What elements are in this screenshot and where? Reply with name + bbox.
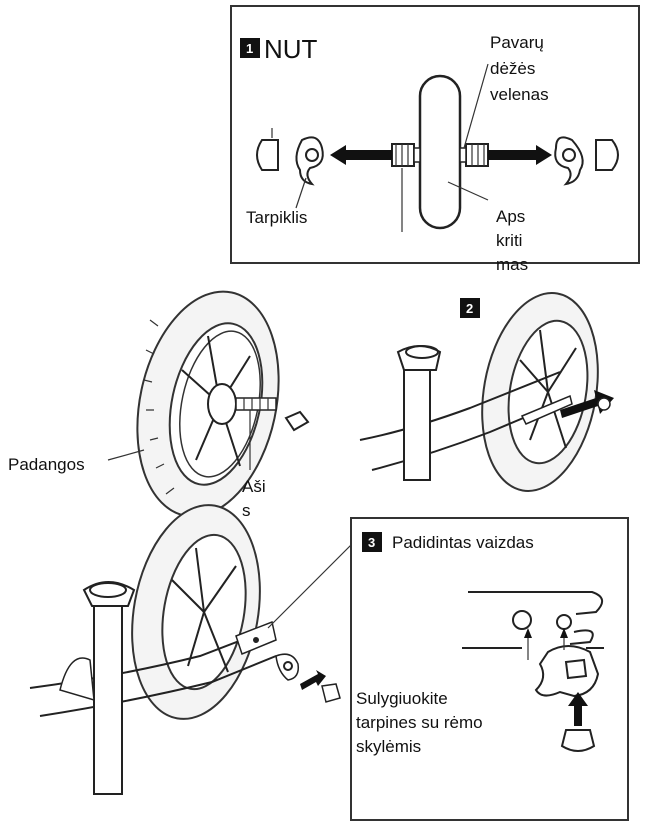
cover-leader-line xyxy=(447,181,489,201)
seat-post-icon xyxy=(403,363,431,481)
panel-2-attach-wheel: 2 xyxy=(359,292,614,492)
panel-1-badge-box xyxy=(240,38,260,58)
cap-nut-icon xyxy=(321,683,341,703)
shaft-label-line-1: Pavarų xyxy=(490,33,544,52)
nut-arrow-icon xyxy=(300,670,326,690)
tire-label: Padangos xyxy=(8,455,85,474)
axle-bolt-icon xyxy=(235,397,277,411)
rail-top-icon xyxy=(468,591,603,615)
axle-label-line-1: Aši xyxy=(242,477,266,496)
shaft-label-line-3: velenas xyxy=(490,85,549,104)
spacer-part-icon xyxy=(275,653,300,681)
left-arrow-icon xyxy=(330,145,392,165)
frame-hole-icon xyxy=(512,610,532,630)
right-axle-nut-icon xyxy=(465,143,489,167)
shaft-label-line-2: dėžės xyxy=(490,59,535,78)
zoom-leader-line xyxy=(267,533,363,629)
right-cap-icon xyxy=(595,139,619,171)
zoom-cap-nut-icon xyxy=(560,729,596,752)
panel-2-badge-box xyxy=(460,298,480,318)
up-arrow-icon xyxy=(574,702,582,726)
panel-3-badge-box xyxy=(362,532,382,552)
instruction-line-3: skylėmis xyxy=(356,737,421,756)
left-cap-icon xyxy=(256,139,279,171)
instruction-line-1: Sulygiuokite xyxy=(356,689,448,708)
zoom-title: Padidintas vaizdas xyxy=(392,533,534,552)
panel-1-nut: 1 NUT xyxy=(230,5,640,274)
right-arrow-icon xyxy=(488,145,552,165)
side-wheel-icon xyxy=(418,74,462,230)
panel-3-badge: 3 xyxy=(368,535,375,550)
panel-3-frame-illustration xyxy=(29,504,363,795)
assembled-seat-post-icon xyxy=(93,597,123,795)
assembled-frame-icon xyxy=(29,629,277,717)
shaft-leader-line xyxy=(463,63,489,149)
spacer-leader-line xyxy=(295,177,307,209)
cover-label-line-3: mas xyxy=(496,255,528,274)
left-axle-nut-icon xyxy=(391,143,415,167)
panel-3-zoom-view: 3 Padidintas vaizdas Sulygiuokite tarpin… xyxy=(350,517,629,821)
axle-cap-icon xyxy=(284,410,310,432)
cover-label-line-1: Aps xyxy=(496,207,525,226)
insert-arrow-icon xyxy=(560,390,614,418)
instruction-line-2: tarpines su rėmo xyxy=(356,713,483,732)
cover-label-line-2: kriti xyxy=(496,231,522,250)
axle-label-line-2: s xyxy=(242,501,251,520)
panel-2-badge: 2 xyxy=(466,301,473,316)
tire-axle-illustration: Padangos Aši s xyxy=(8,290,310,520)
panel-1-badge: 1 xyxy=(246,41,253,56)
spacer-label: Tarpiklis xyxy=(246,208,307,227)
panel-1-title: NUT xyxy=(264,34,318,64)
